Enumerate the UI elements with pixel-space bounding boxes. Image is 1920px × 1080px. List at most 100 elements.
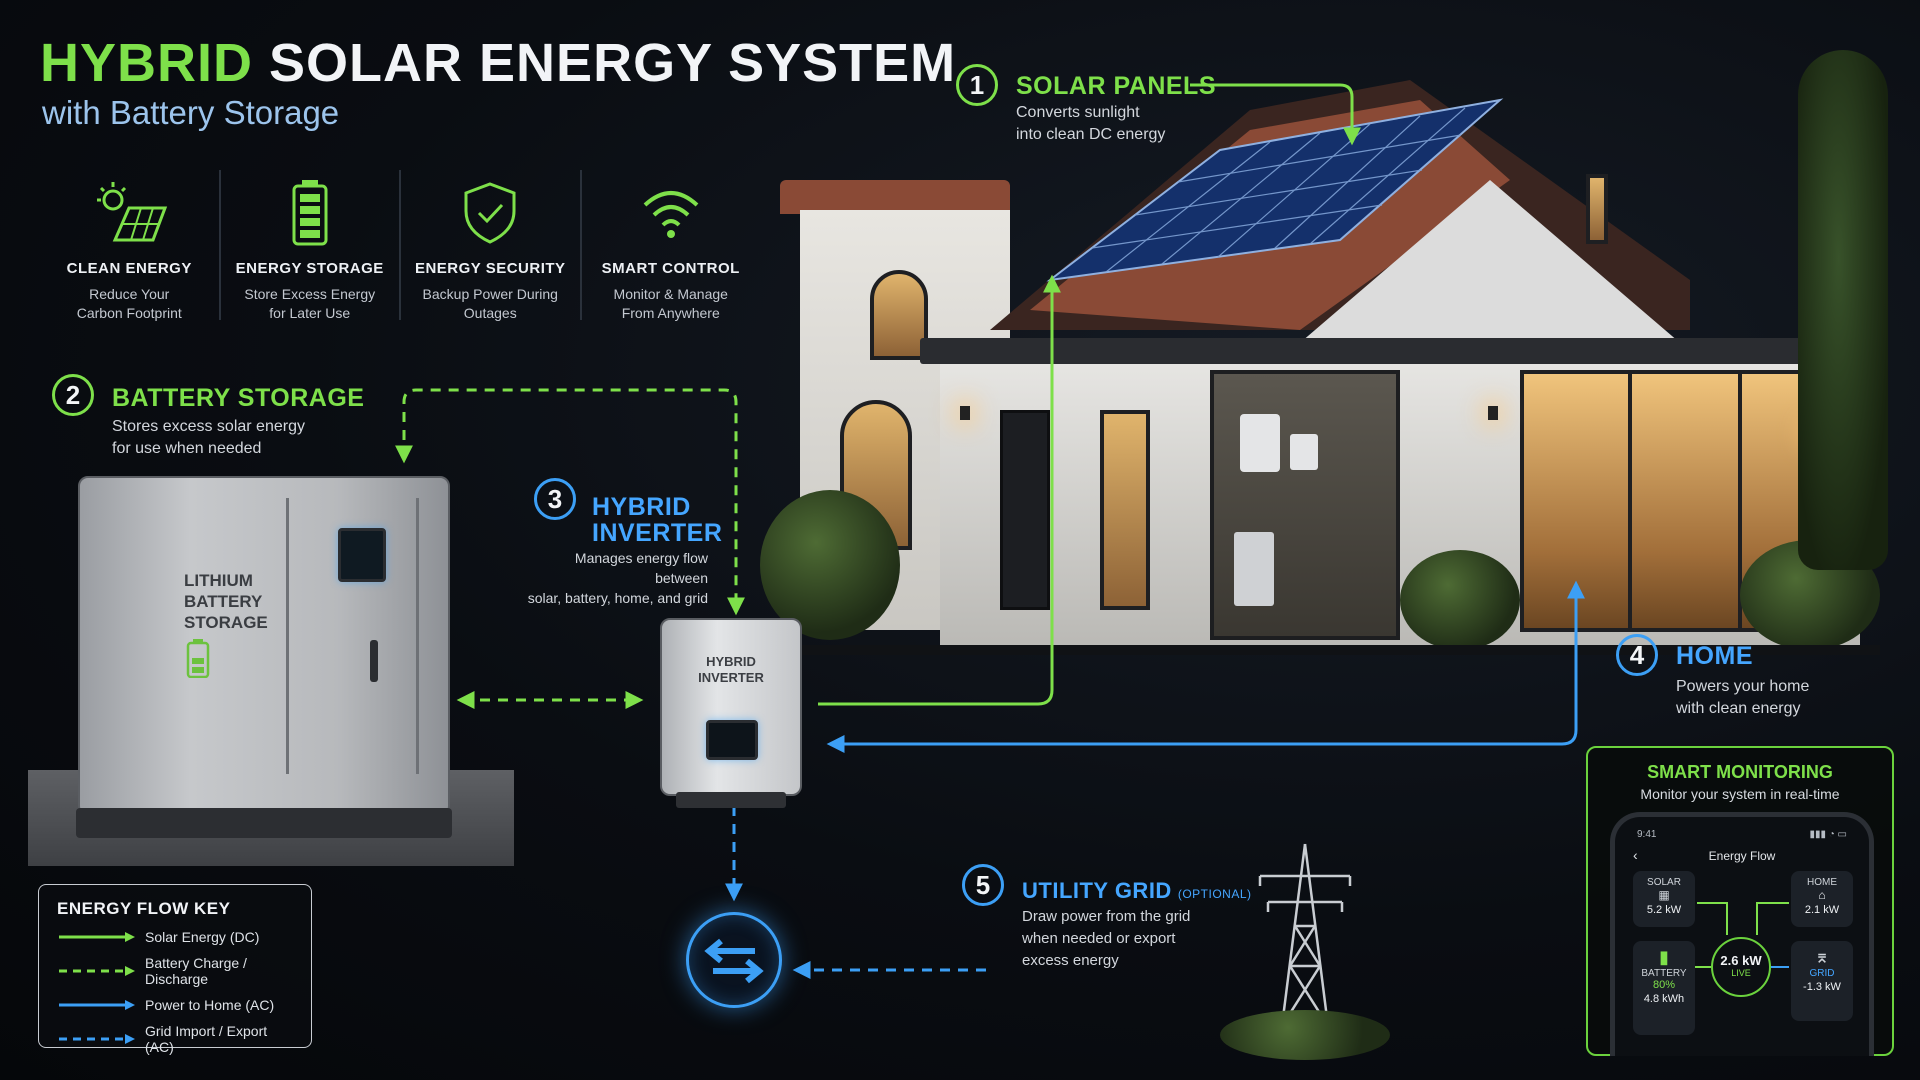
left-roof [780, 180, 1010, 214]
tower-shrubs [1220, 1010, 1390, 1060]
wall-inverter-unit [1240, 414, 1280, 472]
glass-mullion-2 [1738, 370, 1742, 632]
phone-status-time: 9:41 [1637, 829, 1657, 840]
tile-value: 4.8 kWh [1643, 993, 1685, 1005]
inverter-mount [676, 792, 786, 808]
battery-step-number: 2 [52, 374, 94, 416]
inverter-to-home-line [826, 580, 1585, 753]
flow-key-row: Power to Home (AC) [57, 997, 293, 1013]
grid-tile[interactable]: ⌆ GRID -1.3 kW [1791, 941, 1853, 1021]
smart-monitoring-panel: SMART MONITORING Monitor your system in … [1586, 746, 1894, 1056]
tile-value: 5.2 kW [1646, 904, 1682, 916]
tower-icon: ⌆ [1814, 947, 1830, 967]
live-power-hub: 2.6 kW LIVE [1711, 937, 1771, 997]
title-highlight: HYBRID [40, 33, 254, 93]
battery-tile[interactable]: ▮ BATTERY 80% 4.8 kWh [1633, 941, 1695, 1035]
feature-title: ENERGY SECURITY [414, 260, 566, 277]
home-icon: ⌂ [1818, 888, 1826, 902]
phone-flow-arrows [1695, 902, 1789, 968]
front-door [1000, 410, 1050, 610]
battery-icon [227, 174, 394, 252]
solid-blue-arrow-icon [59, 1000, 135, 1010]
tile-label: GRID [1809, 968, 1835, 979]
wall-battery-unit [1290, 434, 1318, 470]
feature-title: CLEAN ENERGY [66, 260, 192, 277]
monitoring-title: SMART MONITORING [1647, 762, 1833, 782]
monitoring-desc: Monitor your system in real-time [1640, 786, 1840, 802]
feature-title: ENERGY STORAGE [235, 260, 384, 277]
home-step-number: 4 [1616, 634, 1658, 676]
solar-panel-sun-icon [46, 174, 213, 252]
home-title: HOME [1676, 642, 1753, 670]
shield-check-icon [407, 174, 574, 252]
back-chevron-icon[interactable]: ‹ [1633, 847, 1638, 863]
tile-label: BATTERY [1641, 968, 1687, 979]
grid-optional-tag: (OPTIONAL) [1177, 887, 1252, 901]
solar-title: SOLAR PANELS [1016, 72, 1216, 100]
flow-key-label: Grid Import / Export (AC) [145, 1023, 268, 1055]
cabinet-base [76, 808, 452, 838]
battery-level-icon [186, 638, 210, 683]
signal-battery-icon: ▮▮▮ ◔ ▭ [1809, 829, 1847, 840]
page-title: HYBRID SOLAR ENERGY SYSTEM [40, 32, 956, 94]
utility-tower-illustration [1240, 836, 1370, 1041]
title-rest: SOLAR ENERGY SYSTEM [269, 33, 957, 93]
cypress-tree [1798, 50, 1888, 570]
flow-key-title: ENERGY FLOW KEY [57, 899, 231, 918]
wifi-icon [588, 174, 755, 252]
energy-flow-key: ENERGY FLOW KEY Solar Energy (DC) Batter… [38, 884, 312, 1055]
tile-value: 2.1 kW [1804, 904, 1840, 916]
feature-title: SMART CONTROL [601, 260, 740, 277]
gable-window [1586, 174, 1608, 244]
dashed-blue-arrow-icon [59, 1034, 135, 1044]
upper-arched-window [870, 270, 928, 360]
tile-value: -1.3 kW [1803, 981, 1841, 993]
phone-screen-title: Energy Flow [1708, 849, 1776, 863]
phone-mockup: 9:41 ▮▮▮ ◔ ▭ ‹ Energy Flow SOLAR ▦ 5.2 k… [1610, 812, 1874, 1056]
home-tile[interactable]: HOME ⌂ 2.1 kW [1791, 871, 1853, 927]
solar-tile[interactable]: SOLAR ▦ 5.2 kW [1633, 871, 1695, 927]
battery-title: BATTERY STORAGE [112, 384, 365, 412]
grid-step-number: 5 [962, 864, 1004, 906]
flow-key-label: Battery Charge / Discharge [145, 955, 247, 987]
flow-key-row: Battery Charge / Discharge [57, 955, 293, 987]
battery-display-screen [338, 528, 386, 582]
glass-mullion-1 [1628, 370, 1632, 632]
cabinet-seam [286, 498, 289, 774]
gable-wall [1280, 180, 1700, 360]
inverter-display-screen [706, 720, 758, 760]
flow-key-label: Solar Energy (DC) [145, 929, 260, 945]
porch-roof [920, 338, 1860, 364]
battery-percent: 80% [1652, 979, 1676, 991]
grid-title: UTILITY GRID(OPTIONAL) [1022, 878, 1252, 903]
solar-step-number: 1 [956, 64, 998, 106]
flow-key-label: Power to Home (AC) [145, 997, 275, 1013]
inverter-step-number: 3 [534, 478, 576, 520]
dashed-green-arrow-icon [59, 966, 135, 976]
flow-key-row: Grid Import / Export (AC) [57, 1023, 293, 1055]
cabinet-seam [416, 498, 419, 774]
battery-inverter-dashed-loop [395, 388, 745, 616]
solid-green-arrow-icon [59, 932, 135, 942]
battery-tile-icon: ▮ [1659, 947, 1669, 967]
hub-value: 2.6 kW [1720, 953, 1762, 968]
